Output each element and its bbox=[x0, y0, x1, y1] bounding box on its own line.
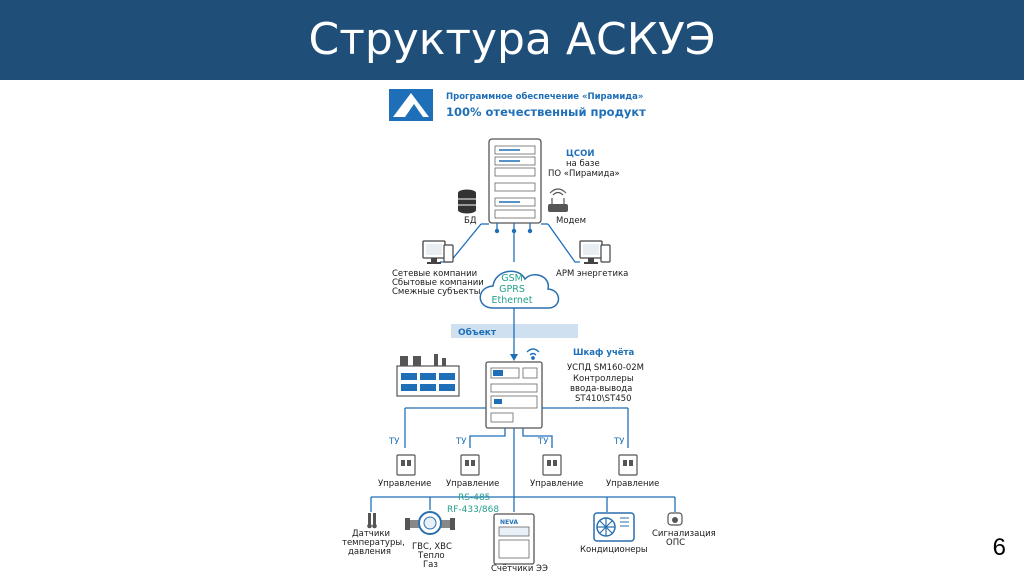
server-label-2: на базе bbox=[566, 159, 600, 169]
meter-label: Счётчики ЭЭ bbox=[491, 564, 548, 574]
cabinet-uspd: УСПД SM160-02M bbox=[567, 363, 644, 373]
cloud-line-3: Ethernet bbox=[492, 295, 533, 306]
cloud-line-1: GSM bbox=[501, 273, 523, 284]
alarm-label-2: ОПС bbox=[666, 538, 685, 548]
bus-line-1: RS-485 bbox=[458, 493, 490, 503]
flowmeter-label-1: ГВС, ХВС bbox=[412, 542, 452, 552]
db-label: БД bbox=[464, 216, 477, 226]
bus-lines bbox=[370, 496, 676, 512]
cabinet-title: Шкаф учёта bbox=[573, 348, 634, 358]
page-number: 6 bbox=[992, 534, 1006, 561]
left-pc-label-1: Сетевые компании bbox=[392, 269, 477, 279]
control-lines bbox=[404, 407, 629, 497]
metering-cabinet-icon bbox=[485, 361, 543, 429]
cloud-line-2: GPRS bbox=[499, 284, 525, 295]
slide-title: Структура АСКУЭ bbox=[308, 14, 716, 65]
computer-icon bbox=[579, 240, 611, 264]
conditioners-label: Кондиционеры bbox=[580, 545, 648, 555]
sensors-label-3: давления bbox=[348, 547, 391, 557]
bus-line-2: RF-433/868 bbox=[447, 505, 499, 515]
server-label-1: ЦСОИ bbox=[566, 149, 594, 159]
database-icon bbox=[458, 189, 476, 214]
tu-label-1: ТУ bbox=[388, 437, 400, 447]
thermometer-icon bbox=[367, 513, 377, 529]
control-label-4: Управление bbox=[606, 479, 659, 489]
tu-label-3: ТУ bbox=[537, 437, 549, 447]
server-label-3: ПО «Пирамида» bbox=[548, 169, 620, 179]
switch-icon bbox=[618, 454, 638, 476]
cabinet-controllers-3: ST410\ST450 bbox=[575, 394, 632, 404]
computer-icon bbox=[422, 240, 454, 264]
sensors-label-2: температуры, bbox=[342, 538, 405, 548]
banner-line1: Программное обеспечение «Пирамида» bbox=[446, 91, 643, 102]
left-pc-label-2: Сбытовые компании bbox=[392, 278, 484, 288]
control-label-1: Управление bbox=[378, 479, 431, 489]
switch-icon bbox=[542, 454, 562, 476]
alarm-sensor-icon bbox=[667, 512, 683, 526]
switch-icon bbox=[396, 454, 416, 476]
object-label: Объект bbox=[458, 327, 497, 338]
modem-icon bbox=[548, 188, 568, 212]
tu-label-2: ТУ bbox=[455, 437, 467, 447]
meter-brand: NEVA bbox=[500, 519, 518, 526]
switch-icon bbox=[460, 454, 480, 476]
modem-label: Модем bbox=[556, 216, 586, 226]
control-label-3: Управление bbox=[530, 479, 583, 489]
electricity-meter-icon bbox=[493, 513, 535, 565]
tu-label-4: ТУ bbox=[613, 437, 625, 447]
alarm-label-1: Сигнализация bbox=[652, 529, 716, 539]
air-conditioner-icon bbox=[593, 512, 635, 542]
banner-line2: 100% отечественный продукт bbox=[446, 105, 646, 119]
wifi-icon bbox=[526, 348, 540, 360]
header-bar: Структура АСКУЭ bbox=[0, 0, 1024, 80]
flowmeter-label-3: Газ bbox=[423, 560, 438, 570]
server-icon bbox=[488, 138, 542, 224]
pyramid-logo bbox=[389, 89, 433, 121]
server-connectors bbox=[440, 223, 580, 263]
right-pc-label: АРМ энергетика bbox=[556, 269, 628, 279]
control-label-2: Управление bbox=[446, 479, 499, 489]
cabinet-controllers-1: Контроллеры bbox=[573, 374, 634, 384]
cloud-icon bbox=[479, 270, 560, 309]
flowmeter-label-2: Тепло bbox=[417, 551, 445, 561]
left-pc-label-3: Смежные субъекты bbox=[392, 287, 480, 297]
flowmeter-icon bbox=[405, 511, 455, 535]
factory-icon bbox=[396, 354, 460, 397]
cabinet-controllers-2: ввода-вывода bbox=[570, 384, 632, 394]
sensors-label-1: Датчики bbox=[352, 529, 390, 539]
